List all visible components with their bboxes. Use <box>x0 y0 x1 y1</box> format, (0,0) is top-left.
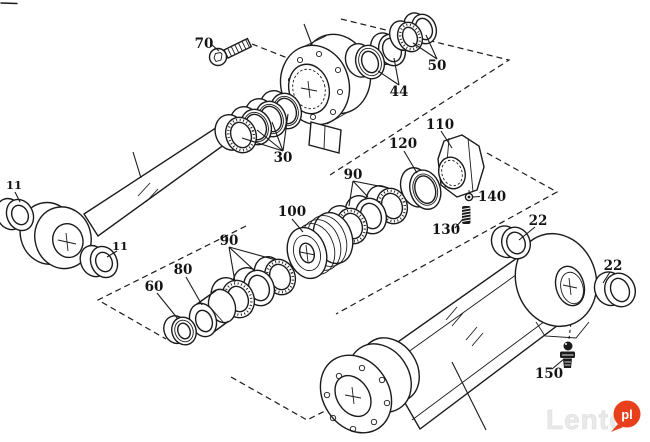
part-11-label-b: 11 <box>112 239 128 253</box>
part-11-bushing-b <box>79 244 119 279</box>
tube-leader-unlabeled <box>451 361 487 431</box>
part-50-rings <box>388 12 438 53</box>
part-110-label: 110 <box>426 117 454 133</box>
part-130-label: 130 <box>432 222 460 238</box>
part-22-bushing-b <box>593 271 636 308</box>
part-22-label-b: 22 <box>604 258 623 274</box>
part-110-nut <box>437 134 485 198</box>
part-44-label: 44 <box>390 84 409 100</box>
part-120-label: 120 <box>389 136 417 152</box>
head-leader-unlabeled <box>303 23 313 46</box>
part-120-ring <box>399 167 442 210</box>
part-150-label: 150 <box>535 366 563 382</box>
part-labels: 70 30 44 50 11 11 60 80 90 90 100 110 12… <box>6 36 622 382</box>
watermark-badge <box>613 400 641 428</box>
watermark-text: Lento <box>546 404 627 435</box>
rod-leader-unlabeled <box>132 151 142 179</box>
part-70-label: 70 <box>195 36 214 52</box>
watermark-lento: Lento pl <box>546 400 641 435</box>
part-80-label: 80 <box>174 262 193 278</box>
part-100-piston <box>286 211 354 280</box>
part-60-ring <box>163 315 197 346</box>
part-11-bushing-a <box>0 197 35 232</box>
part-22-bushing-a <box>490 225 531 260</box>
eye-center-tick <box>65 232 69 252</box>
part-70-screw <box>208 37 253 67</box>
part-30-seal-rings <box>214 90 303 154</box>
part-90-label-upper: 90 <box>344 167 363 183</box>
part-130-spring <box>461 206 471 224</box>
leader-lines <box>14 23 611 431</box>
part-60-label: 60 <box>145 279 164 295</box>
scan-artifact <box>0 2 18 5</box>
part-30-label: 30 <box>274 150 293 166</box>
part-140-label: 140 <box>478 189 506 205</box>
part-90-label-lower: 90 <box>220 233 239 249</box>
part-11-label-a: 11 <box>6 178 22 192</box>
watermark-badge-tail <box>611 424 623 432</box>
part-90-rings-lower <box>210 256 297 319</box>
part-150-grease-fitting <box>560 341 575 368</box>
part-100-label: 100 <box>278 204 306 220</box>
part-140-ball <box>464 190 474 202</box>
watermark-badge-text: pl <box>621 407 633 422</box>
dashed-guides <box>96 18 574 421</box>
cylinder-flange <box>319 337 420 434</box>
part-50-label: 50 <box>428 58 447 74</box>
cylinder-clevis <box>514 232 598 339</box>
part-22-label-a: 22 <box>529 213 548 229</box>
